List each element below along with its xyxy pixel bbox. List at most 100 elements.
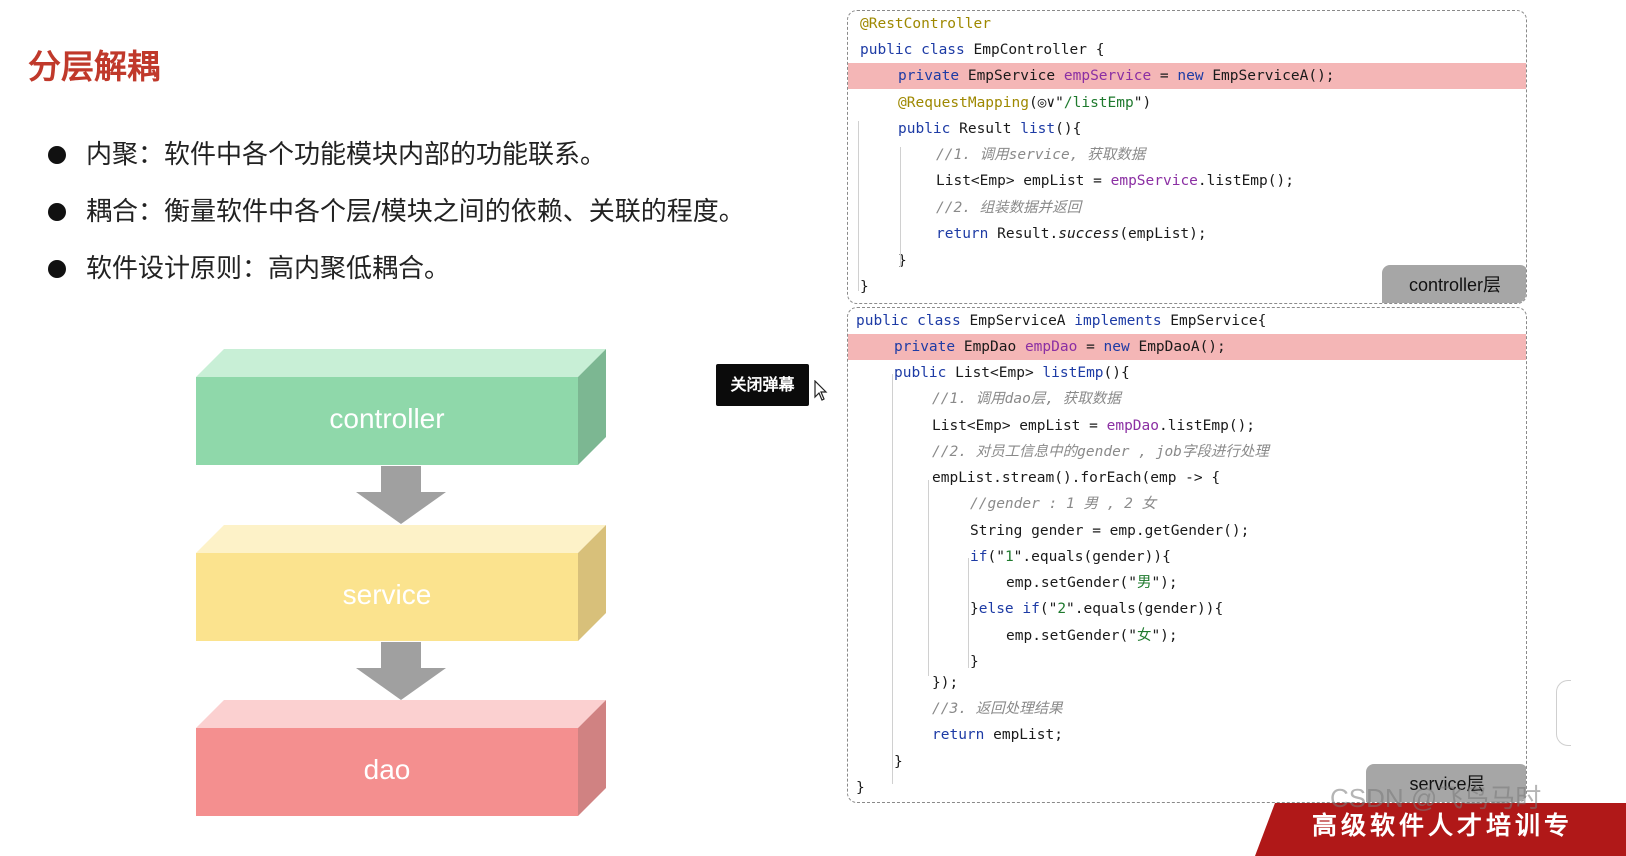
code-line: }else if("2".equals(gender)){ bbox=[848, 596, 1526, 622]
code-token: new bbox=[1103, 339, 1139, 355]
code-line: empList.stream().forEach(emp -> { bbox=[848, 465, 1526, 491]
code-token: //2. 对员工信息中的gender , job字段进行处理 bbox=[932, 444, 1269, 460]
code-token: public class bbox=[856, 313, 970, 329]
code-token: EmpDaoA(); bbox=[1138, 339, 1226, 355]
code-token: = bbox=[1077, 339, 1104, 355]
code-text: public List<Emp> listEmp(){ bbox=[848, 365, 1130, 381]
bullet-item: 内聚：软件中各个功能模块内部的功能联系。 bbox=[48, 135, 745, 192]
code-token: empService bbox=[1110, 173, 1198, 189]
code-text: @RestController bbox=[848, 16, 991, 32]
down-arrow-icon bbox=[356, 642, 446, 700]
code-token: .listEmp(); bbox=[1197, 173, 1294, 189]
code-token: public class bbox=[860, 42, 974, 58]
code-token: success bbox=[1058, 226, 1120, 242]
code-token: //gender : 1 男 , 2 女 bbox=[970, 496, 1157, 512]
indent-guide bbox=[968, 558, 969, 668]
bullet-dot-icon bbox=[48, 203, 66, 221]
code-token: implements bbox=[1074, 313, 1171, 329]
code-token: //2. 组装数据并返回 bbox=[936, 200, 1082, 216]
code-token: //3. 返回处理结果 bbox=[932, 701, 1063, 717]
code-token: }); bbox=[932, 675, 959, 691]
close-danmaku-button[interactable]: 关闭弹幕 bbox=[716, 364, 809, 406]
code-text: @RequestMapping(◎∨"/listEmp") bbox=[848, 95, 1151, 111]
service-code-panel: }} return empList; //3. 返回处理结果});} emp.setG… bbox=[847, 307, 1527, 803]
code-token: if bbox=[970, 549, 988, 565]
code-token: (" bbox=[987, 549, 1005, 565]
layer-block-controller: controller bbox=[196, 349, 606, 465]
layer-label: controller bbox=[329, 403, 445, 434]
code-line: //3. 返回处理结果 bbox=[848, 696, 1526, 722]
code-token: 男 bbox=[1136, 575, 1152, 591]
code-token: } bbox=[898, 253, 907, 269]
code-line: String gender = emp.getGender(); bbox=[848, 518, 1526, 544]
code-token: (){ bbox=[1055, 121, 1082, 137]
service-layer-tag: service层 bbox=[1366, 764, 1526, 802]
code-token: @RequestMapping bbox=[898, 95, 1029, 111]
bullet-dot-icon bbox=[48, 260, 66, 278]
code-line: emp.setGender("女"); bbox=[848, 623, 1526, 649]
code-line: public class EmpServiceA implements EmpS… bbox=[848, 308, 1526, 334]
code-token: list bbox=[1020, 121, 1056, 137]
code-token: "); bbox=[1151, 628, 1178, 644]
code-line: //1. 调用dao层, 获取数据 bbox=[848, 386, 1526, 412]
code-token: /listEmp bbox=[1063, 95, 1134, 111]
code-line: //2. 组装数据并返回 bbox=[848, 195, 1526, 221]
code-line: } bbox=[848, 775, 1526, 801]
code-token: ".equals(gender)){ bbox=[1013, 549, 1171, 565]
code-token: EmpService bbox=[967, 68, 1064, 84]
code-line: private EmpDao empDao = new EmpDaoA(); bbox=[848, 334, 1526, 360]
indent-guide bbox=[928, 480, 929, 676]
code-text: } bbox=[848, 253, 907, 269]
code-token: } bbox=[856, 780, 865, 796]
code-text: private EmpService empService = new EmpS… bbox=[848, 68, 1335, 84]
code-line: List<Emp> empList = empDao.listEmp(); bbox=[848, 413, 1526, 439]
code-token: empList.stream().forEach(emp -> { bbox=[932, 470, 1221, 486]
code-token: List<Emp> bbox=[955, 365, 1043, 381]
code-token: .listEmp(); bbox=[1159, 418, 1256, 434]
code-line: } bbox=[848, 274, 1526, 300]
code-line: } bbox=[848, 248, 1526, 274]
code-token: EmpDao bbox=[963, 339, 1025, 355]
code-text: emp.setGender("女"); bbox=[848, 628, 1178, 644]
code-line: } bbox=[848, 749, 1526, 775]
code-text: emp.setGender("男"); bbox=[848, 575, 1178, 591]
code-text: } bbox=[848, 279, 869, 295]
code-token: String gender = emp.getGender(); bbox=[970, 523, 1250, 539]
code-text: public Result list(){ bbox=[848, 121, 1081, 137]
code-text: } bbox=[848, 654, 979, 670]
code-token: } bbox=[894, 754, 903, 770]
code-line: public class EmpController { bbox=[848, 37, 1526, 63]
code-text: public class EmpController { bbox=[848, 42, 1104, 58]
side-scroll-handle[interactable] bbox=[1556, 680, 1571, 746]
code-token: empList; bbox=[993, 727, 1063, 743]
code-token: empDao bbox=[1106, 418, 1159, 434]
code-token: emp.setGender(" bbox=[1006, 628, 1137, 644]
code-text: public class EmpServiceA implements EmpS… bbox=[848, 313, 1266, 329]
code-token: = bbox=[1151, 68, 1178, 84]
code-token: return bbox=[932, 727, 994, 743]
code-line: //1. 调用service, 获取数据 bbox=[848, 142, 1526, 168]
code-token: } bbox=[970, 601, 979, 617]
code-token: Result bbox=[959, 121, 1021, 137]
code-token: empService bbox=[1063, 68, 1152, 84]
code-token: //1. 调用dao层, 获取数据 bbox=[932, 391, 1121, 407]
code-token: //1. 调用service, 获取数据 bbox=[936, 147, 1146, 163]
code-token: (){ bbox=[1103, 365, 1130, 381]
code-token: EmpService{ bbox=[1170, 313, 1267, 329]
code-token: return bbox=[936, 226, 998, 242]
code-token: private bbox=[894, 339, 964, 355]
code-token: 1 bbox=[1004, 549, 1014, 565]
code-token: ") bbox=[1133, 95, 1152, 111]
code-text: List<Emp> empList = empDao.listEmp(); bbox=[848, 418, 1255, 434]
code-token: } bbox=[970, 654, 979, 670]
code-token: List<Emp> empList = bbox=[932, 418, 1107, 434]
code-line: List<Emp> empList = empService.listEmp()… bbox=[848, 168, 1526, 194]
code-token: EmpServiceA bbox=[969, 313, 1075, 329]
code-token: List<Emp> empList = bbox=[936, 173, 1111, 189]
code-text: } bbox=[848, 754, 903, 770]
code-line: }); bbox=[848, 670, 1526, 696]
code-token: Result. bbox=[997, 226, 1059, 242]
controller-layer-tag: controller层 bbox=[1382, 265, 1526, 303]
code-token: public bbox=[894, 365, 956, 381]
code-text: //1. 调用service, 获取数据 bbox=[848, 147, 1145, 163]
